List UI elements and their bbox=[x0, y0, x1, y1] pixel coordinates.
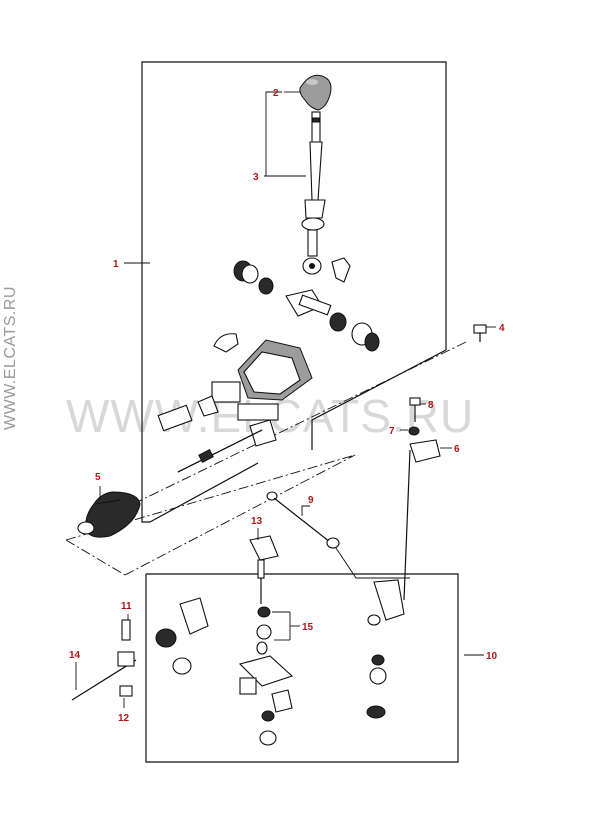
callout-7: 7 bbox=[389, 426, 395, 437]
callout-2: 2 bbox=[273, 88, 279, 99]
callout-9: 9 bbox=[308, 495, 314, 506]
callout-12: 12 bbox=[118, 713, 130, 724]
callout-1: 1 bbox=[113, 259, 119, 270]
shift-bushings bbox=[233, 260, 380, 352]
callout-8: 8 bbox=[428, 400, 434, 411]
callout-5: 5 bbox=[95, 472, 101, 483]
bushings-15 bbox=[256, 606, 272, 655]
boot bbox=[77, 491, 141, 538]
left-mechanism bbox=[71, 597, 209, 701]
shift-lever bbox=[301, 111, 351, 283]
lower-assembly-frame bbox=[145, 573, 459, 763]
callout-10: 10 bbox=[486, 651, 498, 662]
bracket-13 bbox=[249, 535, 279, 604]
callout-6: 6 bbox=[454, 444, 460, 455]
callout-15: 15 bbox=[302, 622, 314, 633]
shift-knob bbox=[299, 74, 332, 111]
callout-14: 14 bbox=[69, 650, 81, 661]
callout-4: 4 bbox=[499, 323, 505, 334]
bolt-4 bbox=[473, 324, 487, 342]
bracket-group bbox=[403, 397, 441, 601]
callout-11: 11 bbox=[121, 601, 132, 612]
callout-13: 13 bbox=[251, 516, 263, 527]
leader-lines bbox=[75, 91, 496, 708]
rod-9 bbox=[266, 491, 410, 579]
right-lever bbox=[366, 579, 405, 719]
shift-housing bbox=[157, 333, 313, 447]
watermark-side: WWW.ELCATS.RU bbox=[2, 286, 19, 430]
shift-rod bbox=[177, 429, 263, 473]
callout-3: 3 bbox=[253, 172, 259, 183]
selector-lever bbox=[238, 655, 294, 746]
